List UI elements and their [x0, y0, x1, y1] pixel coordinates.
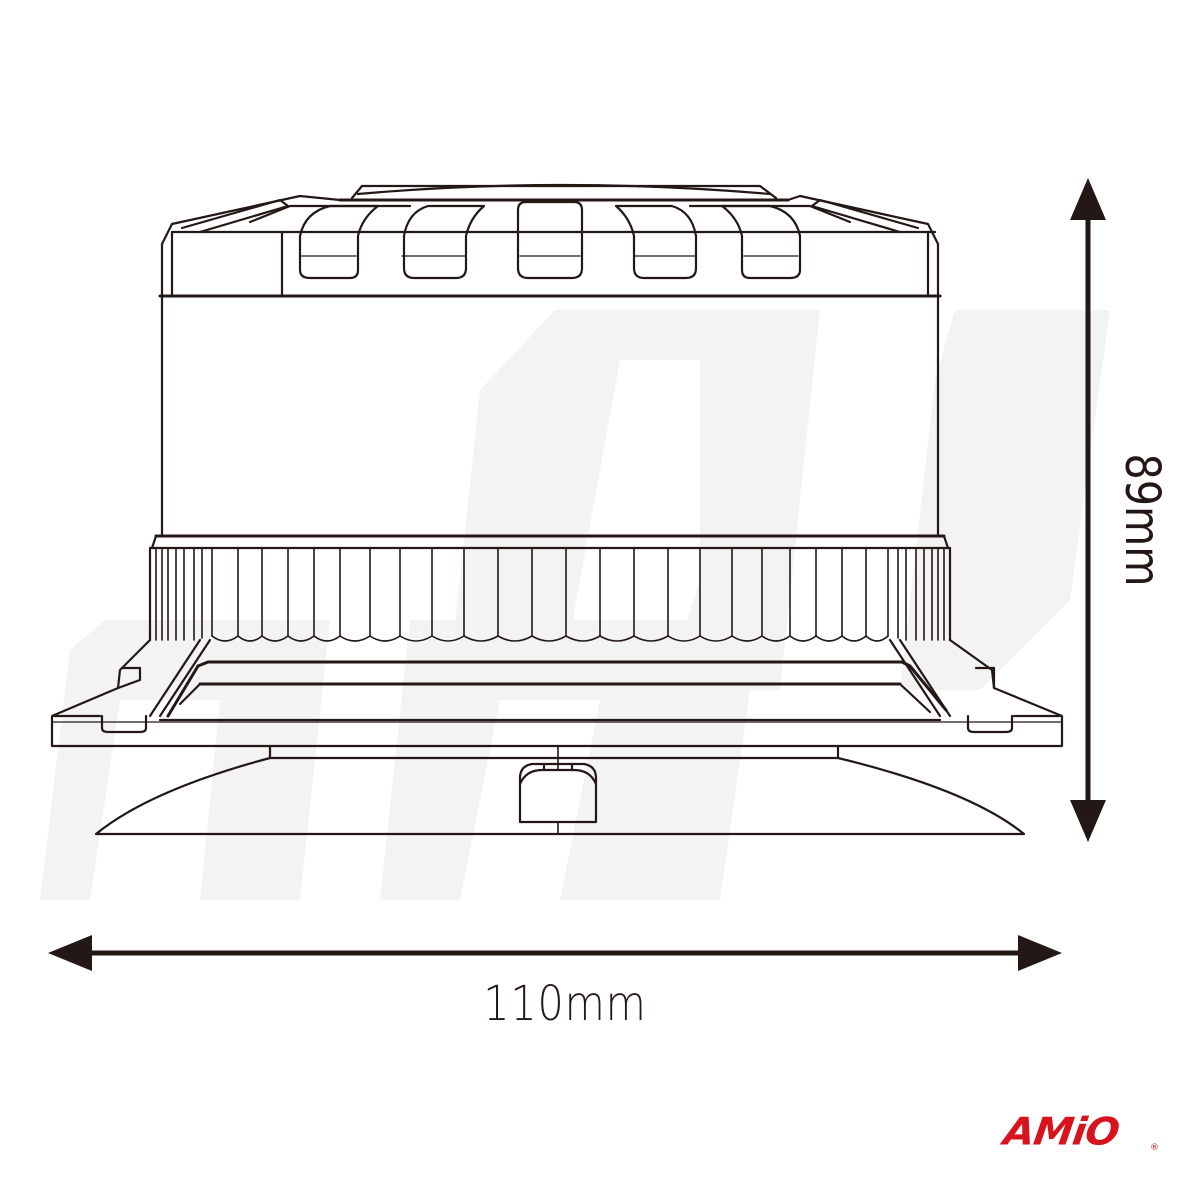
suction-cup [94, 744, 1026, 836]
ribbed-ring [148, 546, 952, 642]
height-dimension-label: 89mm [1114, 453, 1170, 587]
vent-slots [298, 200, 802, 280]
registered-trademark-icon: ® [1150, 1143, 1159, 1153]
width-dimension-label: 110mm [483, 976, 647, 1032]
lens-body [148, 294, 952, 550]
height-dimension-arrow [1070, 178, 1106, 842]
base-plate [50, 638, 1064, 748]
top-dome [338, 183, 790, 202]
amio-logo: AMiO [1000, 1110, 1122, 1154]
top-cap [158, 194, 942, 298]
width-dimension-arrow [48, 935, 1062, 971]
